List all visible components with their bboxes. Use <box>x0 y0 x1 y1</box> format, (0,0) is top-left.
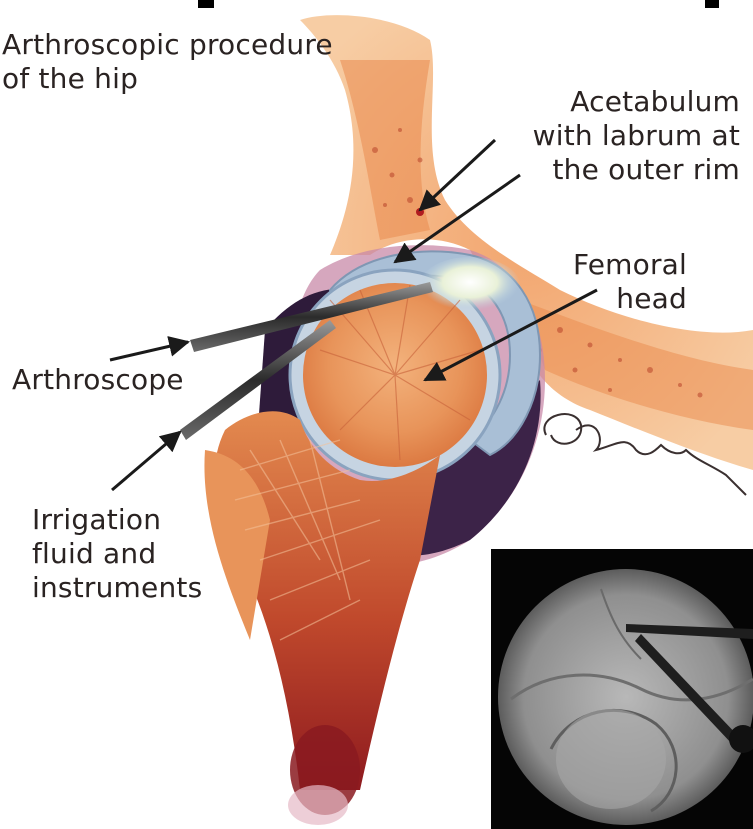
diagram-title: Arthroscopic procedure of the hip <box>2 28 333 96</box>
fluoroscopy-inset-image <box>491 549 753 829</box>
fluoroscopy-inset <box>491 549 753 829</box>
arrow-arthroscope <box>110 342 188 360</box>
label-arthroscope: Arthroscope <box>12 363 184 397</box>
arrow-irrigation <box>112 432 180 490</box>
label-femoral-head: Femoral head <box>560 248 687 316</box>
label-irrigation: Irrigation fluid and instruments <box>32 503 202 605</box>
artist-signature-mark <box>536 405 751 505</box>
label-acetabulum: Acetabulum with labrum at the outer rim <box>470 85 740 187</box>
